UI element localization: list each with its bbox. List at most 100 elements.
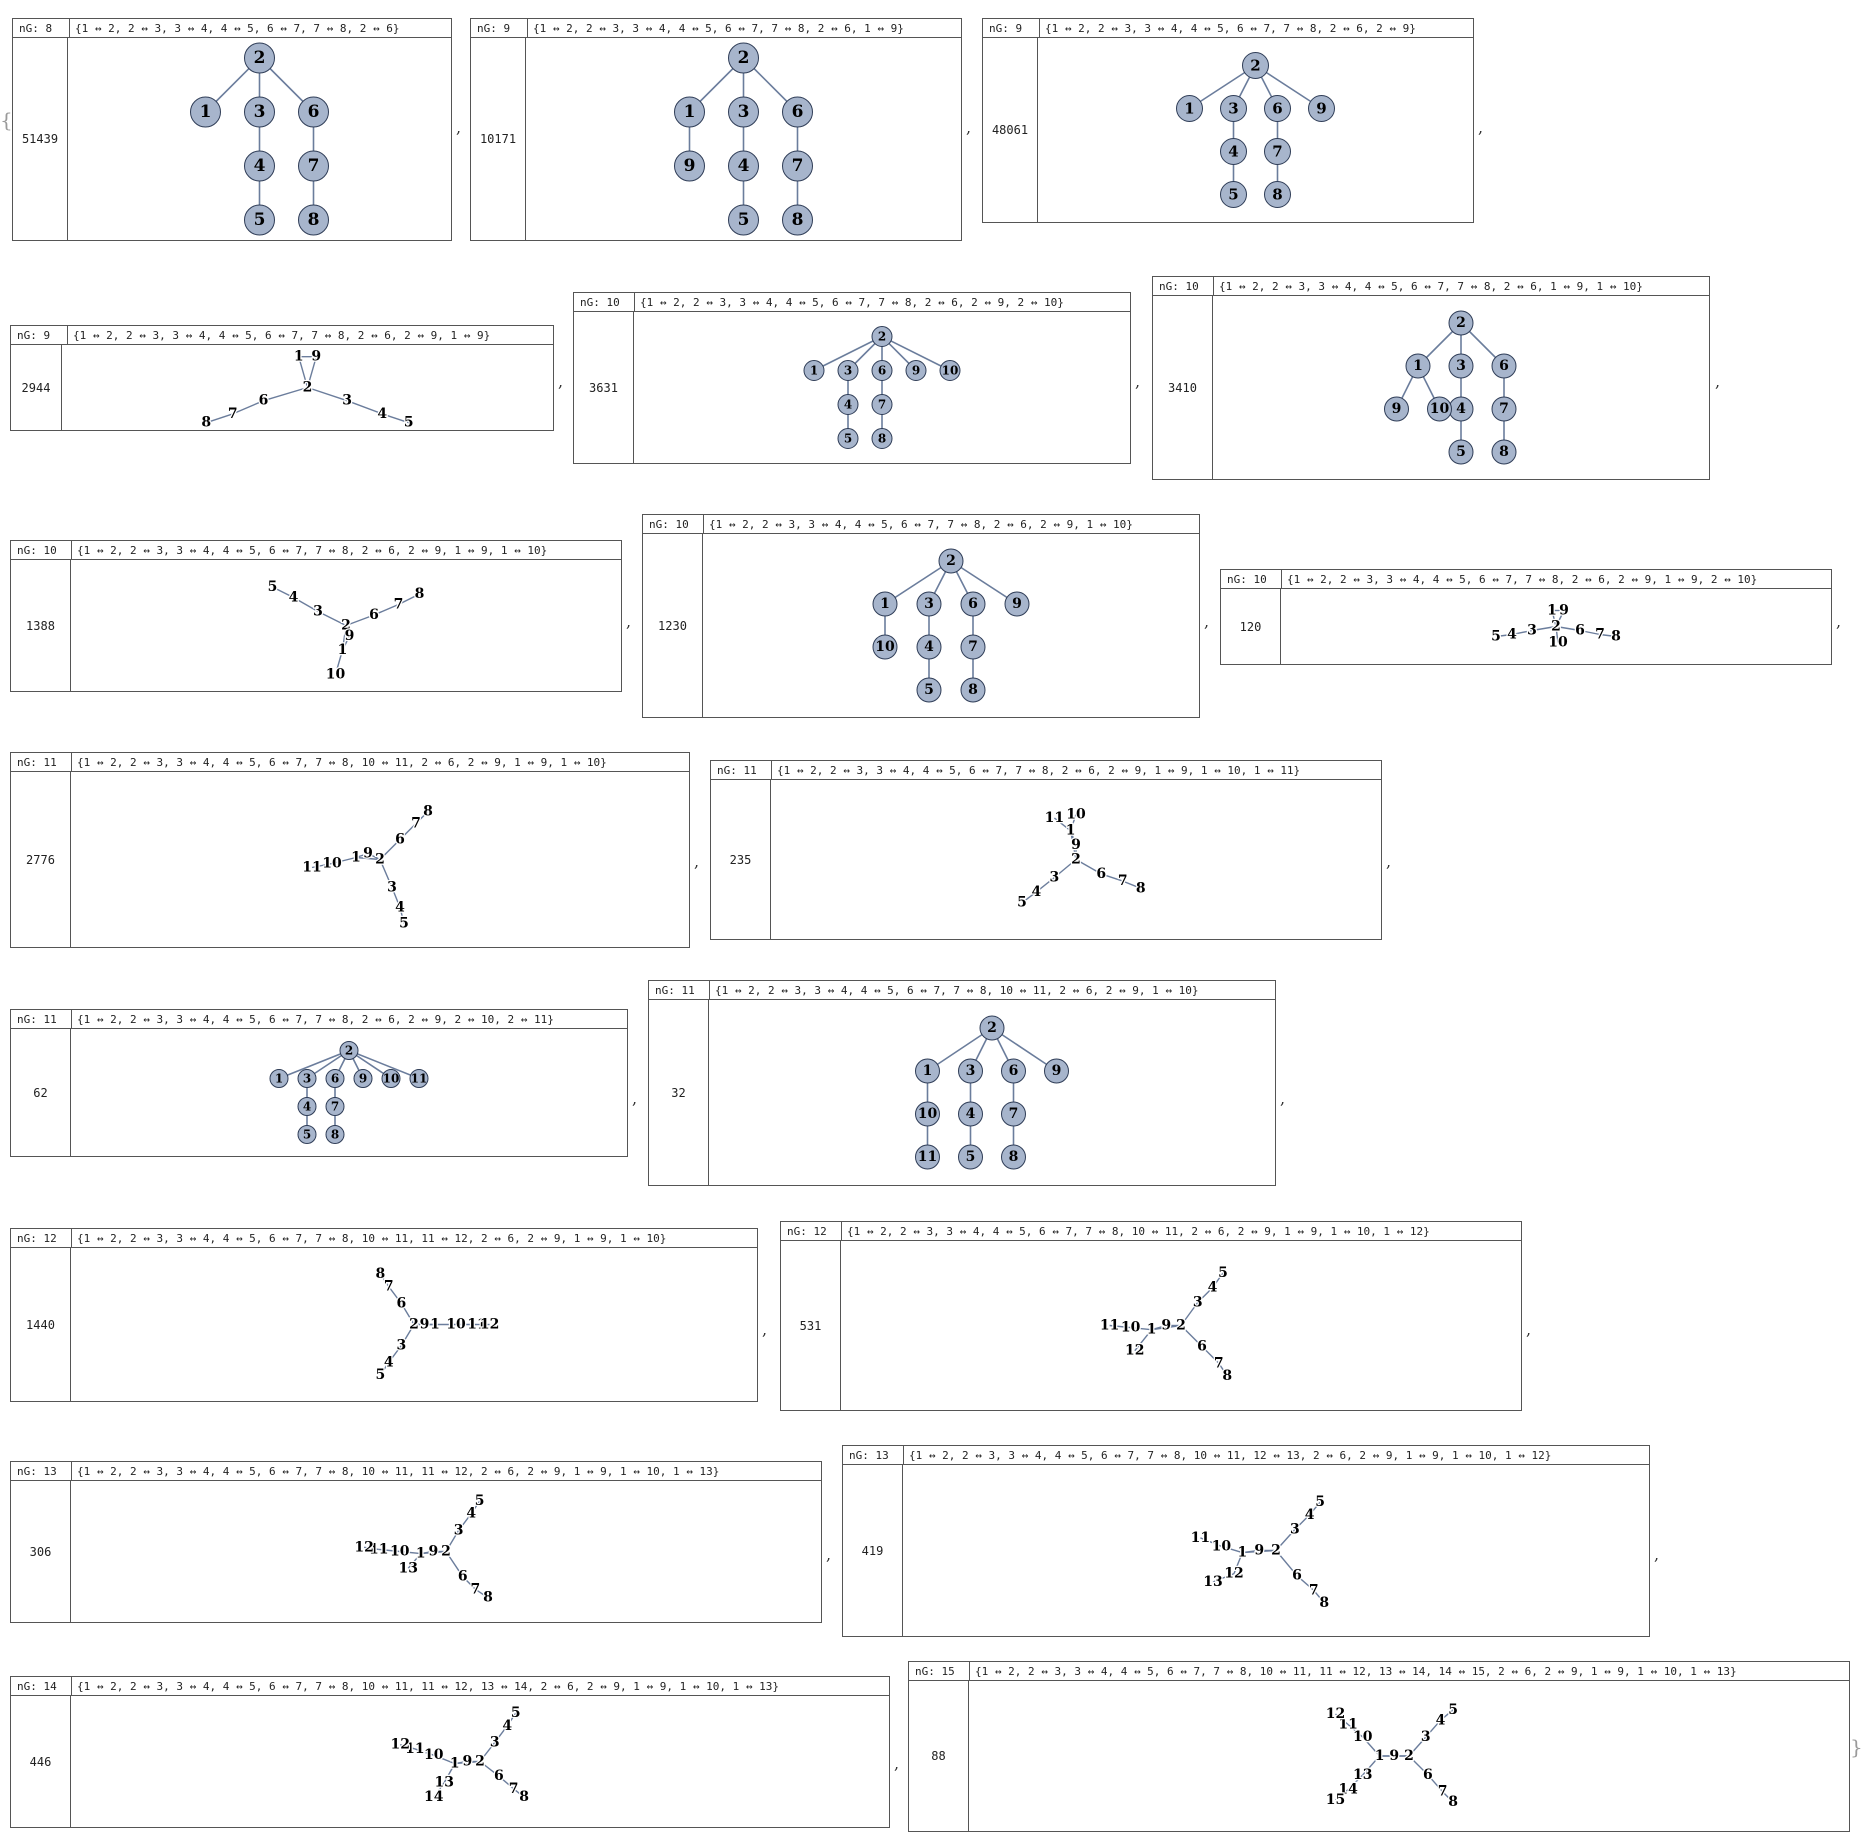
graph-node-label: 9 <box>359 1072 367 1086</box>
graph-node-label: 8 <box>1136 880 1146 896</box>
node-count-value: 10 <box>1253 573 1267 586</box>
graph-edge <box>813 335 883 372</box>
graph-edge <box>345 625 351 637</box>
graph-node <box>674 150 705 182</box>
occurrence-count: 1388 <box>11 560 71 691</box>
node-count-header: nG: 10 <box>1221 570 1282 589</box>
graph-node-label: 9 <box>345 628 355 644</box>
graph-node <box>803 360 825 381</box>
graph-node-label: 7 <box>878 398 886 412</box>
graph-node-label: 9 <box>1254 1543 1264 1559</box>
list-separator: , <box>826 1545 832 1564</box>
graph-node-label: 7 <box>1595 627 1605 643</box>
graph-node <box>298 204 329 236</box>
graph-node-label: 4 <box>844 398 852 412</box>
graph-edge <box>1200 1537 1222 1547</box>
graph-edge <box>1555 610 1565 627</box>
graph-edge <box>373 603 399 616</box>
graph-node-label: 5 <box>1448 1702 1458 1718</box>
graph-edge <box>1442 1791 1454 1803</box>
graph-node-label: 10 <box>390 1544 410 1560</box>
graph-edge <box>1069 830 1077 860</box>
graph-edge <box>506 1712 517 1727</box>
occurrence-count: 10171 <box>471 38 526 240</box>
graph-node <box>915 1144 940 1170</box>
graph-node <box>837 428 859 449</box>
graph-node-label: 11 <box>1338 1717 1357 1733</box>
graph-edge <box>272 586 294 599</box>
graph-edge <box>1555 626 1559 643</box>
graph-node-label: 1 <box>1547 603 1557 619</box>
close-brace: } <box>1850 1735 1863 1759</box>
node-count-header: nG: 9 <box>471 19 528 38</box>
graph-node-label: 12 <box>480 1317 499 1333</box>
node-count-header: nG: 11 <box>649 981 710 1000</box>
graph-edge <box>379 1273 390 1288</box>
graph-node-label: 9 <box>1389 1748 1399 1764</box>
graph-node-label: 10 <box>424 1747 444 1763</box>
graph-node-label: 9 <box>1161 1318 1171 1334</box>
graph-panel: nG: 15{1 ↔ 2, 2 ↔ 3, 3 ↔ 4, 4 ↔ 5, 6 ↔ 7… <box>908 1661 1850 1832</box>
graph-edge <box>950 560 1018 605</box>
graph-panel: nG: 14{1 ↔ 2, 2 ↔ 3, 3 ↔ 4, 4 ↔ 5, 6 ↔ 7… <box>10 1676 890 1828</box>
graph-node <box>1448 310 1474 336</box>
graph-node-label: 3 <box>1193 1294 1203 1310</box>
graph-node-label: 1 <box>923 1063 933 1079</box>
edge-list-header: {1 ↔ 2, 2 ↔ 3, 3 ↔ 4, 4 ↔ 5, 6 ↔ 7, 7 ↔ … <box>72 1677 889 1696</box>
occurrence-count: 2944 <box>11 345 62 430</box>
graph-node <box>244 96 275 128</box>
graph-node-label: 8 <box>483 1590 493 1606</box>
graph-edge <box>1221 1545 1243 1554</box>
node-count-header: nG: 15 <box>909 1662 970 1681</box>
occurrence-count: 51439 <box>13 38 68 240</box>
graph-edge <box>1425 1719 1442 1738</box>
graph-edge <box>1233 1552 1244 1574</box>
graph-node-label: 4 <box>1208 1280 1218 1296</box>
edge-list-header: {1 ↔ 2, 2 ↔ 3, 3 ↔ 4, 4 ↔ 5, 6 ↔ 7, 7 ↔ … <box>528 19 961 38</box>
graph-node-label: 4 <box>966 1106 976 1122</box>
graph-edge <box>334 649 344 675</box>
graph-edge <box>415 811 429 824</box>
graph-edge <box>311 862 333 869</box>
graph-node <box>244 42 275 74</box>
graph-node-label: 11 <box>1045 810 1064 826</box>
graph-node-label: 5 <box>404 415 414 431</box>
node-count-value: 10 <box>675 518 689 531</box>
graph-edge <box>1427 1774 1444 1793</box>
graph-panel: nG: 9{1 ↔ 2, 2 ↔ 3, 3 ↔ 4, 4 ↔ 5, 6 ↔ 7,… <box>982 18 1474 223</box>
graph-node <box>938 548 964 574</box>
graph-edge <box>1362 1755 1381 1776</box>
graph-node-label: 6 <box>331 1072 339 1086</box>
node-count-value: 11 <box>43 1013 57 1026</box>
graph-node-label: 13 <box>1203 1574 1222 1590</box>
graph-panel: nG: 10{1 ↔ 2, 2 ↔ 3, 3 ↔ 4, 4 ↔ 5, 6 ↔ 7… <box>10 540 622 692</box>
graph-node-label: 12 <box>1326 1706 1345 1722</box>
graph-edge <box>1122 880 1142 889</box>
edge-list-header: {1 ↔ 2, 2 ↔ 3, 3 ↔ 4, 4 ↔ 5, 6 ↔ 7, 7 ↔ … <box>1040 19 1473 38</box>
graph-node <box>916 591 942 617</box>
graph-node-label: 9 <box>912 364 920 378</box>
graph-edge <box>263 386 308 402</box>
graph-edge <box>433 1782 445 1798</box>
graph-edge <box>1201 1346 1220 1364</box>
graph-edge <box>1218 1362 1228 1377</box>
graph-node-label: 5 <box>1456 444 1466 460</box>
graph-node-label: 6 <box>1009 1063 1019 1079</box>
graph-node-label: 9 <box>684 156 696 176</box>
graph-edge <box>348 1049 420 1080</box>
graph-node-label: 2 <box>1271 1543 1281 1559</box>
graph-node-label: 5 <box>844 432 852 446</box>
edge-list-header: {1 ↔ 2, 2 ↔ 3, 3 ↔ 4, 4 ↔ 5, 6 ↔ 7, 7 ↔ … <box>842 1222 1521 1241</box>
graph-edge <box>443 1763 456 1783</box>
graph-node-label: 2 <box>409 1317 419 1333</box>
graph-node <box>1044 1058 1069 1084</box>
graph-edge <box>991 1027 1057 1072</box>
graph-panel: nG: 12{1 ↔ 2, 2 ↔ 3, 3 ↔ 4, 4 ↔ 5, 6 ↔ 7… <box>780 1221 1522 1411</box>
graph-node <box>916 677 942 703</box>
graph-node <box>915 1058 940 1084</box>
edge-list-header: {1 ↔ 2, 2 ↔ 3, 3 ↔ 4, 4 ↔ 5, 6 ↔ 7, 7 ↔ … <box>710 981 1275 1000</box>
